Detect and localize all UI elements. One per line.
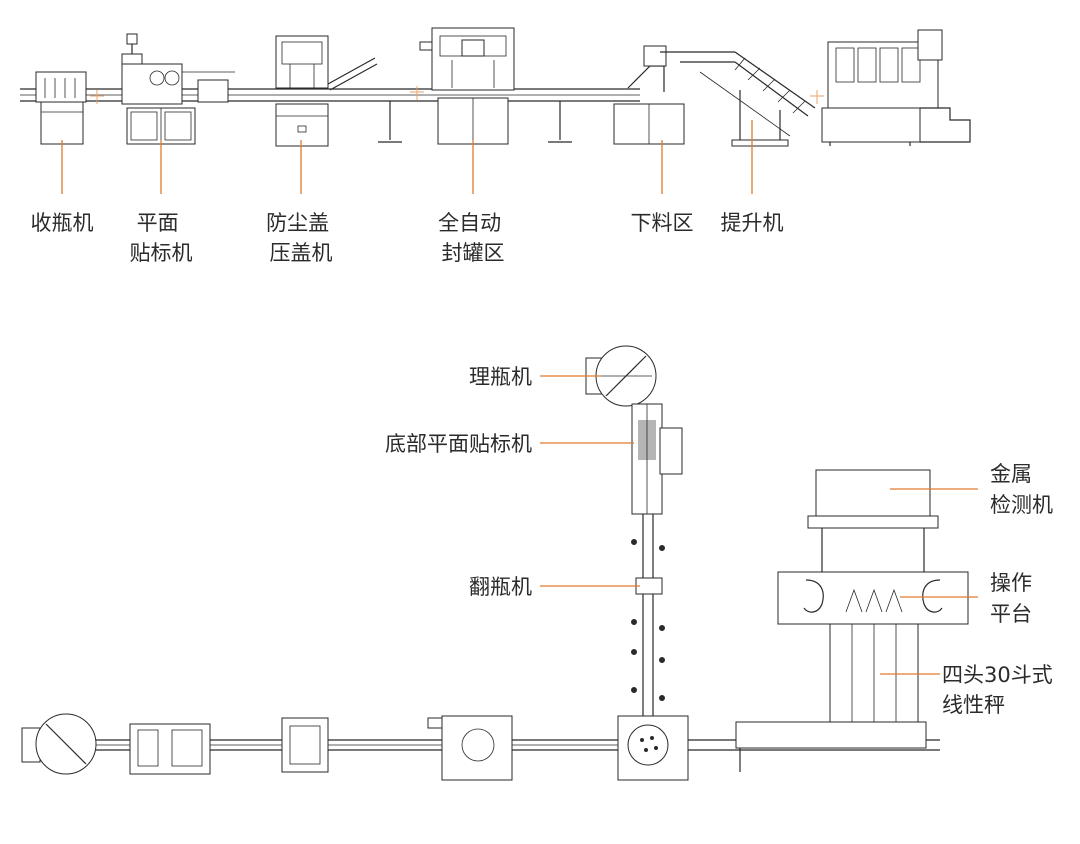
discharge-zone-drawing xyxy=(613,45,685,145)
label-auto-seaming: 全自动 封罐区 xyxy=(438,211,508,265)
label-bottle-collector: 收瓶机 xyxy=(31,211,94,235)
label-operating-platform: 操作 平台 xyxy=(990,571,1039,626)
dust-cap-press-drawing xyxy=(275,35,378,147)
label-bottom-labeler: 底部平面贴标机 xyxy=(385,432,532,456)
label-metal-detector: 金属 检测机 xyxy=(990,462,1053,517)
layout-plan-view: 理瓶机 底部平面贴标机 翻瓶机 金属 检测机 操作 平台 四头30斗式 线性秤 xyxy=(21,345,1059,781)
collector-table-drawing xyxy=(21,713,97,775)
weigher-complex-drawing xyxy=(735,469,969,772)
top-weigher-drawing xyxy=(821,29,971,146)
flat-labeler-drawing xyxy=(121,33,235,145)
label-discharge-zone: 下料区 xyxy=(631,211,694,235)
layout-labels: 理瓶机 底部平面贴标机 翻瓶机 金属 检测机 操作 平台 四头30斗式 线性秤 xyxy=(385,365,1059,717)
top-elevation-view: 收瓶机 平面 贴标机 防尘盖 压盖机 全自动 封罐区 下料区 提升机 xyxy=(20,27,971,265)
auto-seaming-drawing xyxy=(378,27,572,145)
label-bottle-turner: 翻瓶机 xyxy=(469,575,532,599)
label-bottle-unscrambler: 理瓶机 xyxy=(469,365,532,389)
watermark-icon xyxy=(90,86,824,104)
layout-leader-lines xyxy=(540,375,978,675)
vertical-conveyor xyxy=(631,403,683,745)
label-dust-cap-press: 防尘盖 压盖机 xyxy=(266,211,336,265)
top-leader-lines xyxy=(61,120,753,194)
top-labels: 收瓶机 平面 贴标机 防尘盖 压盖机 全自动 封罐区 下料区 提升机 xyxy=(31,211,784,265)
main-line-machines xyxy=(129,715,689,781)
bottle-collector-drawing xyxy=(35,71,87,145)
label-linear-weigher: 四头30斗式 线性秤 xyxy=(942,663,1059,717)
label-elevator: 提升机 xyxy=(721,211,784,235)
elevator-drawing xyxy=(660,51,816,147)
label-flat-labeler: 平面 贴标机 xyxy=(130,211,193,265)
